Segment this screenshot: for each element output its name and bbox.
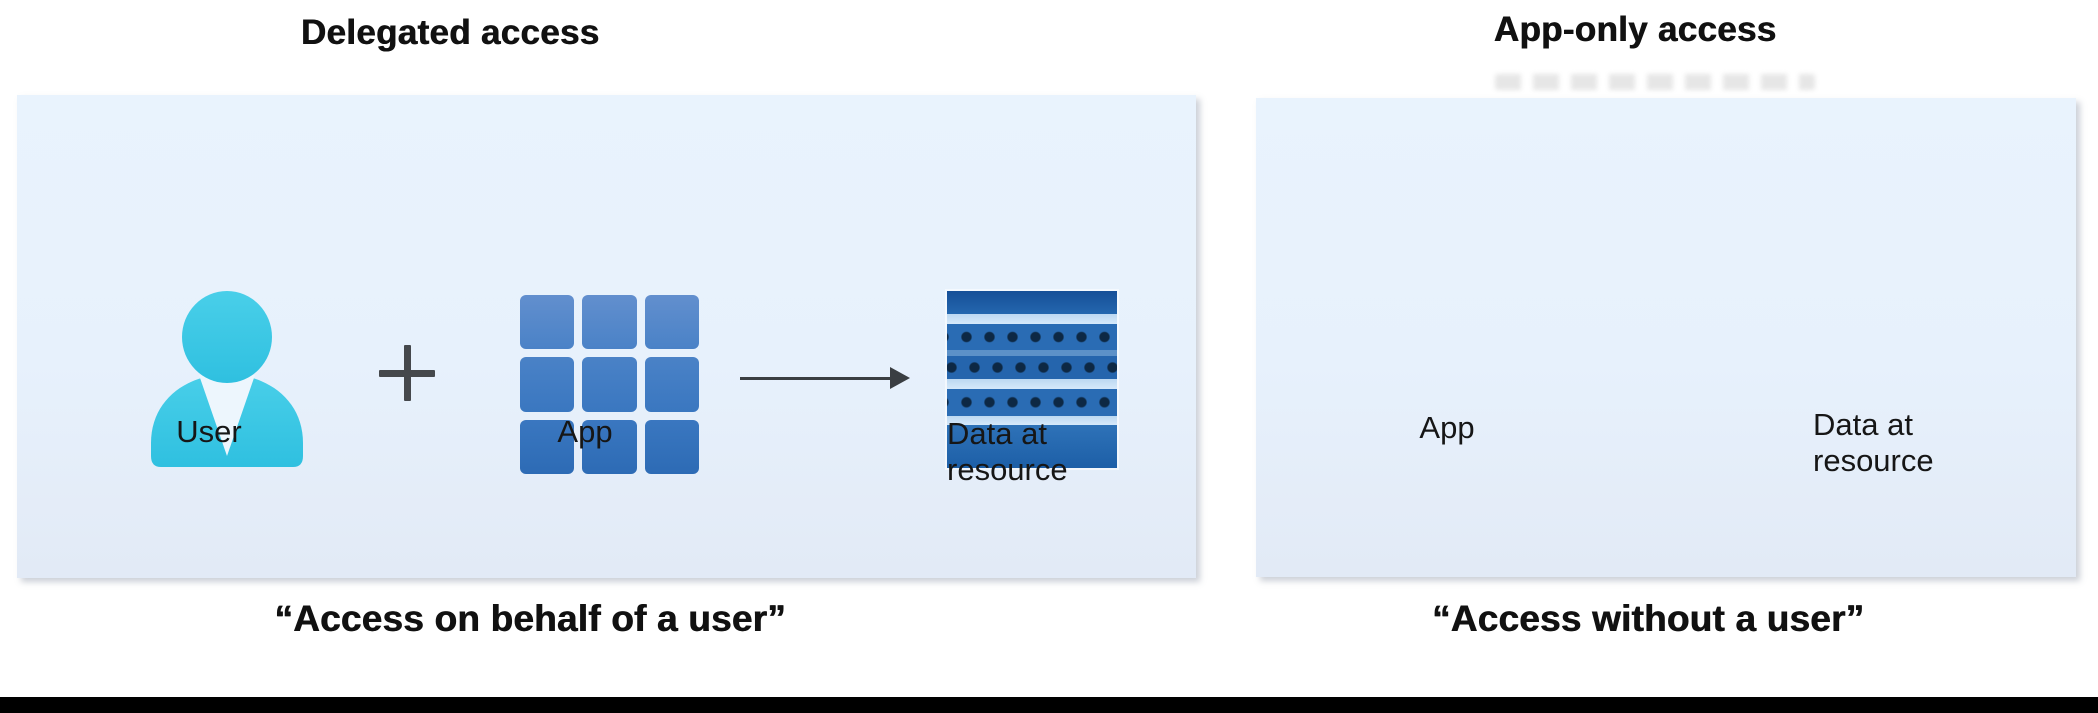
app-label: App [557,414,613,449]
app-grid-icon [520,295,699,474]
bottom-black-bar [0,697,2098,713]
database-icon [947,291,1117,468]
app-only-access-caption: “Access without a user” [1431,598,1865,639]
delegated-access-panel [17,95,1196,578]
user-label: User [176,414,242,449]
app-only-access-panel [1256,98,2076,577]
arrow-right-icon [740,367,910,389]
app-only-access-title: App-only access [1493,10,1777,49]
erased-text-artifact [1495,74,1815,90]
user-icon [151,291,303,467]
delegated-access-caption: “Access on behalf of a user” [274,598,786,639]
app-label: App [1419,410,1475,445]
delegated-access-title: Delegated access [300,13,600,52]
data-at-resource-label: Data at resource [1813,407,1934,478]
plus-icon [379,345,435,401]
data-at-resource-label: Data at resource [947,416,1068,487]
